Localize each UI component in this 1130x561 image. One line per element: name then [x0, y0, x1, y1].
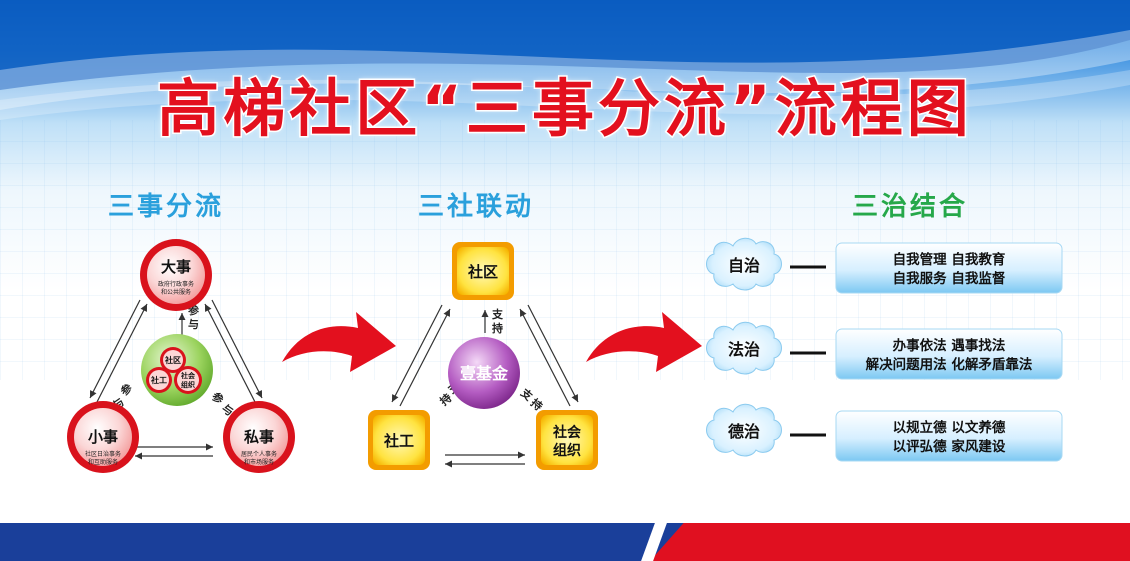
node-shegong: 社工	[368, 410, 430, 470]
zizhi-line2: 自我服务 自我监督	[893, 270, 1006, 287]
fazhi-line2: 解决问题用法 化解矛盾靠法	[866, 356, 1033, 373]
node-small-matter: 小事 社区日治事务 和互助服务	[67, 401, 139, 473]
node-shehui-label: 社会	[552, 424, 582, 441]
node-small-sub1: 社区日治事务	[85, 450, 121, 458]
row-fazhi: 法治 办事依法 遇事找法 解决问题用法 化解矛盾靠法	[706, 321, 1063, 380]
node-yijijin-label: 壹基金	[460, 364, 509, 383]
dezhi-line1: 以规立德 以文养德	[893, 419, 1006, 436]
node-small-sub2: 和互助服务	[88, 458, 118, 466]
cluster-zuzhi: 组织	[181, 380, 195, 389]
section-title-sanshifenliu: 三事分流	[108, 192, 225, 222]
flow1-arrows	[89, 299, 263, 460]
node-yijijin: 壹基金	[448, 337, 520, 409]
node-big-sub2: 和公共服务	[161, 288, 191, 296]
node-small-title: 小事	[88, 428, 118, 446]
cluster-shegong: 社工	[150, 375, 167, 385]
node-big-sub1: 政府行政事务	[158, 280, 194, 288]
flow1-canyu-top-2: 与	[188, 318, 199, 331]
big-red-arrow-1	[282, 312, 396, 372]
node-private-title: 私事	[243, 428, 274, 446]
node-big-title: 大事	[161, 258, 191, 276]
row-zizhi: 自治 自我管理 自我教育 自我服务 自我监督	[706, 237, 1063, 294]
cloud-zizhi	[706, 237, 782, 291]
flow2-arrows	[391, 304, 579, 468]
cluster-shequ: 社区	[164, 355, 181, 365]
node-big-matter: 大事 政府行政事务 和公共服务	[140, 239, 212, 311]
zizhi-line1: 自我管理 自我教育	[893, 251, 1006, 268]
node-private-sub1: 居民个人事务	[241, 450, 277, 458]
footer-red-band	[650, 523, 1130, 561]
label-fazhi: 法治	[728, 340, 760, 359]
node-shequ-label: 社区	[467, 263, 498, 281]
big-red-arrow-2	[586, 312, 702, 372]
section-title-sanshelian: 三社联动	[418, 192, 535, 222]
node-three-social-cluster: 社区 社工 社会 组织	[141, 334, 213, 406]
header-swoosh	[0, 0, 1130, 120]
cloud-dezhi	[706, 403, 782, 457]
flow2-zhichi-top-1: 支	[491, 307, 504, 321]
node-zuzhi-label: 组织	[553, 442, 581, 459]
label-dezhi: 德治	[728, 422, 760, 441]
flow1-canyu-left-1: 参	[118, 380, 136, 398]
page-title: 高梯社区“三事分流”流程图	[156, 71, 973, 147]
cluster-shehui: 社会	[180, 371, 196, 380]
cloud-fazhi	[706, 321, 782, 375]
section-title-sanzhijiehe: 三治结合	[852, 192, 969, 222]
fazhi-line1: 办事依法 遇事找法	[893, 337, 1006, 354]
row-dezhi: 德治 以规立德 以文养德 以评弘德 家风建设	[706, 403, 1063, 462]
node-shequ: 社区	[452, 242, 514, 300]
node-private-matter: 私事 居民个人事务 和市场服务	[223, 401, 295, 473]
dezhi-line2: 以评弘德 家风建设	[893, 438, 1006, 455]
node-private-sub2: 和市场服务	[244, 458, 274, 466]
node-shehui-zuzhi: 社会 组织	[536, 410, 598, 470]
node-shegong-label: 社工	[383, 432, 414, 450]
label-zizhi: 自治	[728, 256, 760, 275]
flow2-zhichi-top-2: 持	[492, 321, 503, 335]
